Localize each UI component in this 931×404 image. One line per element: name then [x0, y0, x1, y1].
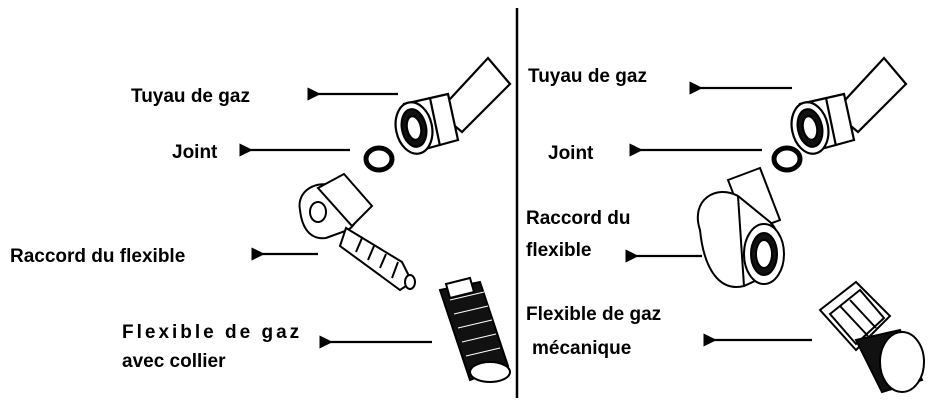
right-label-raccord-line1: Raccord du [526, 208, 631, 229]
left-label-joint: Joint [172, 142, 218, 163]
left-label-flexible-line1: Flexible de gaz [122, 322, 303, 343]
right-joint [771, 145, 803, 173]
left-label-tuyau: Tuyau de gaz [131, 86, 250, 107]
right-label-flexible-line2: mécanique [532, 338, 632, 359]
left-hose-fitting [298, 172, 416, 292]
right-label-raccord-line2: flexible [526, 240, 592, 261]
left-joint [363, 145, 395, 173]
right-label-flexible-line1: Flexible de gaz [526, 304, 662, 325]
right-elbow-fitting [697, 166, 785, 288]
left-flexible-hose [438, 276, 511, 383]
right-mechanical-flexible [818, 280, 925, 394]
right-label-joint: Joint [548, 143, 594, 164]
left-gas-pipe [394, 56, 512, 155]
right-label-tuyau: Tuyau de gaz [528, 66, 647, 87]
left-label-raccord: Raccord du flexible [10, 246, 186, 267]
left-label-flexible-line2: avec collier [122, 351, 226, 372]
right-gas-pipe [790, 56, 908, 155]
